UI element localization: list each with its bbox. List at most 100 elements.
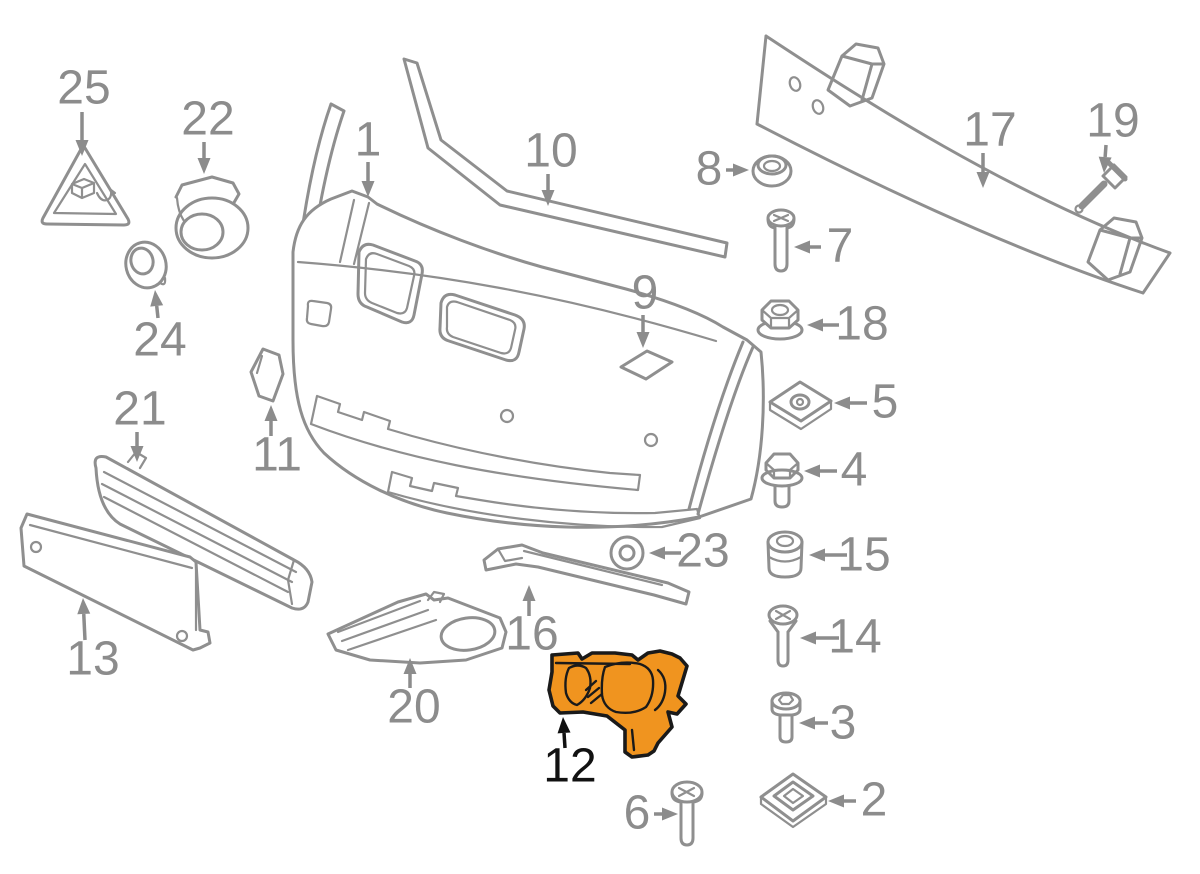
part-number-label[interactable]: 24	[133, 314, 186, 367]
callout-arrow-head	[636, 332, 650, 348]
part-number-label[interactable]: 13	[66, 633, 119, 686]
callout-arrow-head	[557, 717, 571, 734]
callout-16[interactable]: 16	[505, 585, 559, 661]
callout-arrow-head	[1098, 156, 1112, 173]
callout-arrow-head	[804, 464, 820, 478]
callout-arrow-head	[733, 163, 749, 177]
part-number-label[interactable]: 7	[827, 220, 854, 273]
callout-6[interactable]: 6	[624, 787, 678, 840]
part-9-cover-pad	[619, 349, 674, 381]
callout-2[interactable]: 2	[828, 774, 887, 827]
part-24-sensor-ring	[124, 240, 168, 290]
callout-arrow-head	[976, 172, 990, 188]
part-7-screw	[766, 208, 796, 273]
part-18-hex-nut	[756, 299, 804, 341]
callout-arrow-head	[809, 548, 825, 562]
part-3-socket-screw	[770, 691, 802, 744]
part-number-label[interactable]: 16	[505, 608, 558, 661]
part-12-mounting-bracket-highlighted[interactable]	[547, 649, 689, 759]
callout-25[interactable]: 25	[57, 62, 111, 157]
part-11-cover	[249, 347, 285, 403]
callout-arrow-head	[75, 140, 89, 156]
callout-arrow-head	[541, 190, 555, 206]
part-number-label[interactable]: 22	[181, 93, 234, 146]
callout-22[interactable]: 22	[181, 93, 235, 175]
callout-14[interactable]: 14	[800, 611, 882, 664]
callout-arrow-head	[828, 794, 844, 808]
part-23-washer	[609, 535, 645, 571]
callout-4[interactable]: 4	[804, 444, 867, 497]
part-15-expanding-rivet	[766, 530, 804, 579]
callout-arrow-head	[522, 585, 536, 601]
callout-19[interactable]: 19	[1086, 95, 1140, 174]
callout-arrow-head	[800, 631, 816, 645]
callout-arrow-shaft	[1103, 144, 1108, 158]
part-number-label[interactable]: 6	[624, 787, 651, 840]
callout-arrow-head	[150, 290, 164, 307]
part-8-grommet	[751, 154, 793, 188]
part-21-center-grille	[93, 450, 314, 611]
part-16-support-strip	[482, 543, 691, 606]
part-6-screw	[670, 780, 704, 847]
part-13-license-plate-base	[19, 512, 212, 652]
callout-arrow-head	[197, 158, 211, 174]
part-number-label[interactable]: 8	[696, 143, 723, 196]
part-number-label[interactable]: 5	[872, 376, 899, 429]
part-number-label[interactable]: 17	[963, 104, 1016, 157]
part-22-pdc-sensor	[174, 175, 250, 260]
part-number-label[interactable]: 14	[828, 611, 881, 664]
part-number-label[interactable]: 4	[841, 444, 868, 497]
part-17-bumper-reinforcement	[755, 34, 1172, 295]
part-5-clip-nut	[768, 380, 833, 431]
callout-arrow-head	[794, 240, 810, 254]
part-number-label[interactable]: 1	[355, 114, 382, 167]
part-number-label[interactable]: 2	[861, 774, 888, 827]
part-number-label[interactable]: 12	[543, 740, 596, 793]
callout-9[interactable]: 9	[632, 267, 659, 349]
part-number-label[interactable]: 25	[57, 62, 110, 115]
callout-arrow-head	[649, 546, 665, 560]
part-10-trim-strip	[402, 57, 729, 259]
callout-3[interactable]: 3	[799, 697, 856, 750]
callout-11[interactable]: 11	[252, 405, 302, 482]
callout-10[interactable]: 10	[524, 125, 578, 207]
part-2-clip-nut	[759, 772, 828, 829]
part-4-hex-bolt	[760, 452, 804, 509]
callout-21[interactable]: 21	[113, 383, 167, 463]
callout-18[interactable]: 18	[807, 298, 889, 351]
callout-15[interactable]: 15	[809, 529, 891, 582]
callout-8[interactable]: 8	[696, 143, 749, 196]
callout-17[interactable]: 17	[963, 104, 1017, 189]
part-20-fog-light-grille	[326, 590, 508, 665]
part-number-label[interactable]: 21	[113, 383, 166, 436]
part-number-label[interactable]: 23	[676, 525, 729, 578]
callout-arrow-head	[361, 181, 375, 197]
callout-23[interactable]: 23	[649, 525, 730, 578]
part-number-label[interactable]: 19	[1086, 95, 1139, 148]
callout-arrow-head	[834, 396, 850, 410]
callout-arrow-shaft	[562, 732, 567, 749]
part-number-label[interactable]: 3	[830, 697, 857, 750]
callout-12[interactable]: 12	[543, 717, 597, 793]
part-number-label[interactable]: 11	[252, 429, 302, 482]
part-25-warning-label	[40, 145, 131, 227]
callout-24[interactable]: 24	[133, 290, 187, 367]
part-number-label[interactable]: 9	[632, 267, 659, 320]
callout-7[interactable]: 7	[794, 220, 853, 273]
callout-arrow-head	[264, 405, 278, 421]
callout-20[interactable]: 20	[387, 658, 441, 734]
callout-arrow-head	[77, 598, 91, 615]
part-1-bumper-cover	[291, 102, 765, 529]
callout-arrow-head	[130, 446, 144, 462]
part-19-stud-bolt	[1074, 158, 1128, 214]
part-number-label[interactable]: 10	[524, 125, 577, 178]
part-number-label[interactable]: 15	[837, 529, 890, 582]
part-number-label[interactable]: 20	[387, 681, 440, 734]
callout-arrow-shaft	[154, 305, 160, 319]
part-number-label[interactable]: 18	[835, 298, 888, 351]
callout-13[interactable]: 13	[66, 598, 120, 686]
callout-1[interactable]: 1	[355, 114, 382, 198]
callout-5[interactable]: 5	[834, 376, 898, 429]
